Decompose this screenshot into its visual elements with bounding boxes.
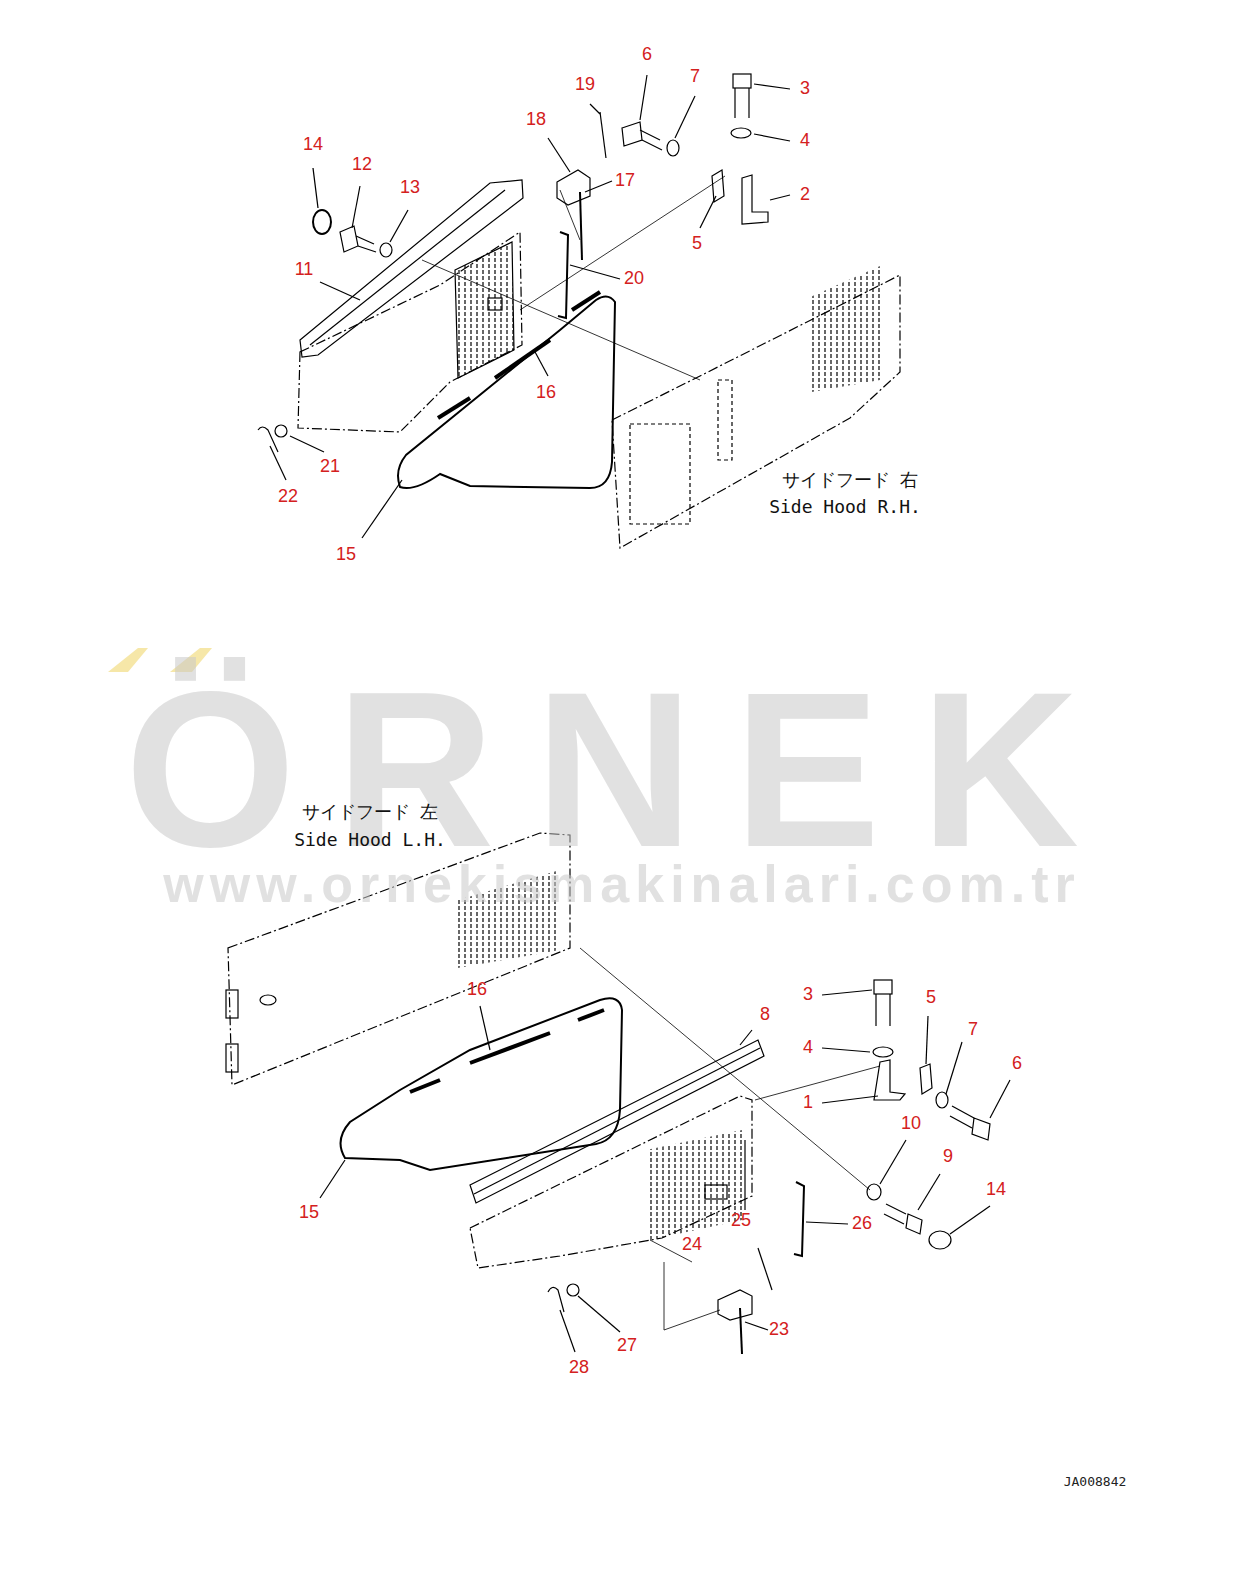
callout-number: 22 — [278, 487, 298, 507]
callout-number: 8 — [760, 1005, 770, 1025]
callout-number: 15 — [299, 1203, 319, 1223]
callout-number: 21 — [320, 457, 340, 477]
watermark: www.ornekismakinalari.com.tr — [163, 856, 1080, 913]
callout-number: 9 — [943, 1147, 953, 1167]
callout-number: 3 — [800, 79, 810, 99]
callout-number: 26 — [852, 1214, 872, 1234]
view-title: サイドフード 右 — [782, 470, 919, 490]
callout-number: 4 — [800, 131, 810, 151]
callout-number: 18 — [526, 110, 546, 130]
callout-number: 11 — [295, 260, 314, 280]
callout-number: 6 — [1012, 1054, 1022, 1074]
callout-number: 13 — [400, 178, 420, 198]
callout-number: 27 — [617, 1336, 637, 1356]
callout-number: 5 — [692, 234, 702, 254]
callout-number: 16 — [536, 383, 556, 403]
callout-number: 6 — [642, 45, 652, 65]
view-title: Side Hood L.H. — [294, 830, 446, 850]
callout-number: 4 — [803, 1038, 813, 1058]
callout-number: 14 — [303, 135, 323, 155]
callout-number: 23 — [769, 1320, 789, 1340]
callout-number: 14 — [986, 1180, 1006, 1200]
drawing-code: JA008842 — [1064, 1475, 1127, 1489]
callout-number: 16 — [467, 980, 487, 1000]
callout-number: 15 — [336, 545, 356, 565]
callout-number: 25 — [731, 1211, 751, 1231]
view-title: Side Hood R.H. — [769, 497, 921, 517]
callout-number: 7 — [968, 1020, 978, 1040]
callout-number: 28 — [569, 1358, 589, 1378]
callout-number: 5 — [926, 988, 936, 1008]
callout-number: 19 — [575, 75, 595, 95]
callout-number: 1 — [803, 1093, 813, 1113]
callout-number: 7 — [690, 67, 700, 87]
callout-number: 24 — [682, 1235, 702, 1255]
view-title: サイドフード 左 — [302, 802, 439, 822]
callout-number: 20 — [624, 269, 644, 289]
callout-number: 12 — [352, 155, 372, 175]
watermark: ÖRNEK — [125, 649, 1120, 891]
callout-number: 3 — [803, 985, 813, 1005]
callout-number: 17 — [615, 171, 635, 191]
callout-number: 10 — [901, 1114, 921, 1134]
callout-number: 2 — [800, 185, 810, 205]
